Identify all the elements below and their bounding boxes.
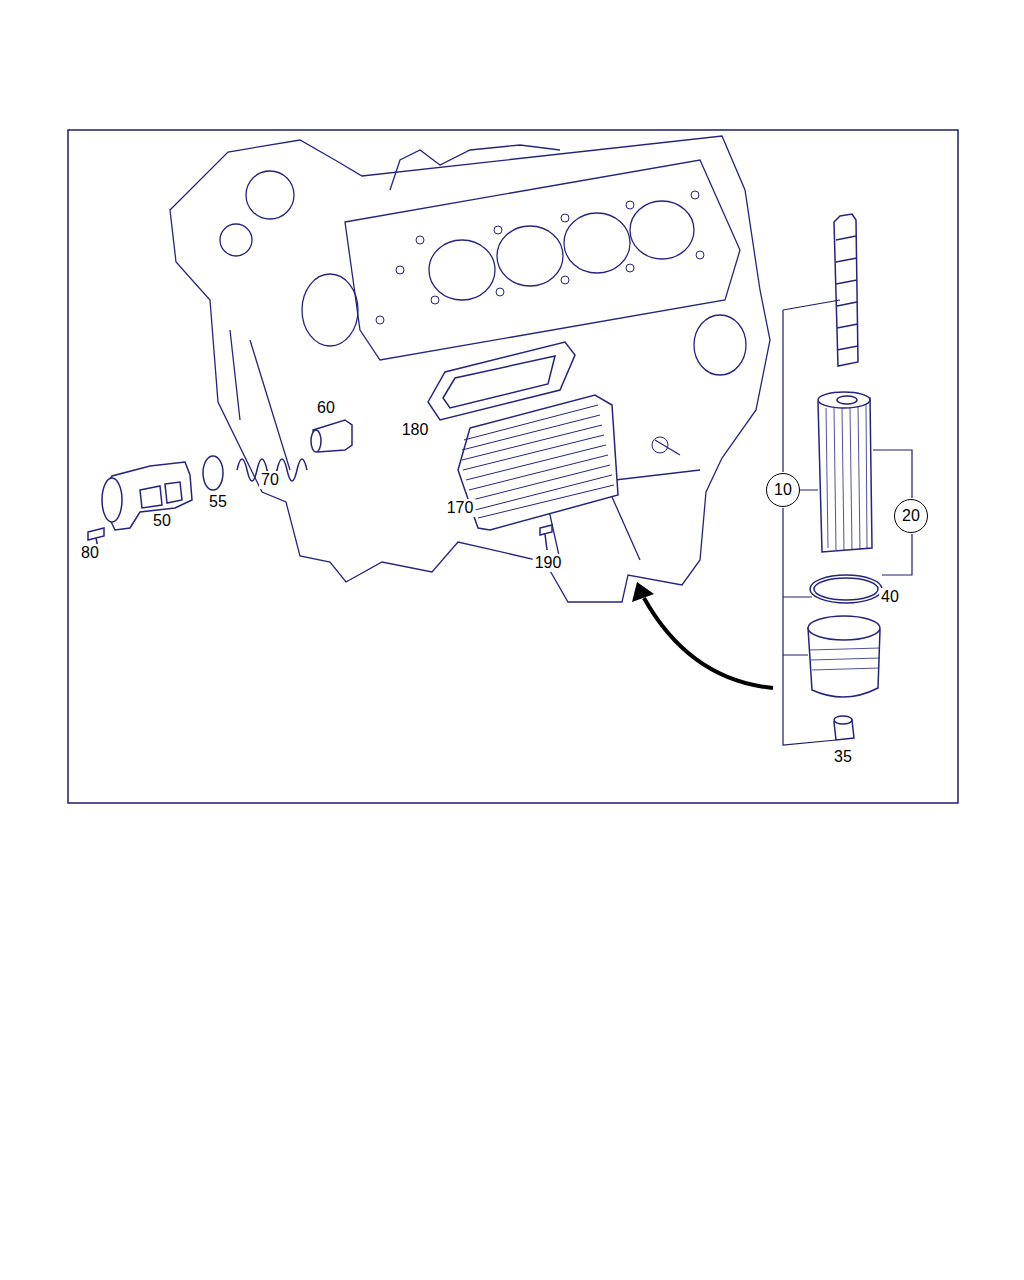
oil-filter-parts-part — [826, 404, 867, 550]
oil-filter-parts-part — [810, 575, 882, 603]
oil-filter-parts-part — [834, 716, 852, 724]
engine-block-part — [497, 226, 563, 286]
engine-block-part — [630, 201, 694, 259]
engine-block-part — [170, 136, 770, 602]
callout-number: 55 — [207, 493, 229, 511]
engine-block-part-part — [496, 288, 504, 296]
engine-block-part — [429, 240, 495, 300]
oil-cooler-170-part — [462, 405, 614, 518]
oil-filter-parts-part — [836, 236, 858, 350]
frame — [68, 130, 958, 803]
oil-filter-parts-part — [837, 396, 857, 404]
callout-number: 170 — [445, 499, 476, 517]
oil-cooler-170 — [458, 395, 618, 530]
oil-filter-parts-part — [818, 398, 872, 552]
engine-block-part-part — [431, 296, 439, 304]
gasket-180-part — [443, 356, 555, 408]
left-parts-part — [140, 482, 182, 508]
callout-number: 35 — [832, 748, 854, 766]
left-parts — [88, 420, 552, 550]
engine-block-part — [345, 160, 740, 360]
callout-number: 80 — [79, 544, 101, 562]
oil-filter-parts-part — [808, 616, 880, 640]
engine-block-part-part — [416, 236, 424, 244]
left-parts-part — [203, 456, 223, 490]
engine-block-part — [246, 171, 294, 219]
engine-block-part-part — [691, 191, 699, 199]
engine-block-part-part — [561, 214, 569, 222]
bracket-lines — [783, 300, 912, 745]
oil-cooler-170-part — [458, 395, 618, 530]
bracket-lines-part — [783, 300, 840, 745]
engine-block — [170, 136, 770, 602]
engine-block-part — [220, 224, 252, 256]
callout-number: 180 — [400, 421, 431, 439]
left-parts-part — [540, 525, 552, 550]
engine-block-part — [390, 145, 560, 190]
engine-block-part-part — [396, 266, 404, 274]
arrow-part — [632, 582, 654, 602]
engine-block-part-part — [626, 201, 634, 209]
engine-block-part — [564, 213, 630, 273]
engine-block-part — [694, 315, 746, 375]
engine-block-part — [230, 330, 680, 560]
callout-number: 50 — [151, 512, 173, 530]
oil-filter-parts-part — [834, 214, 858, 366]
engine-block-part-part — [696, 251, 704, 259]
arrow — [632, 582, 773, 688]
callout-number: 40 — [879, 588, 901, 606]
oil-filter-parts-part — [818, 392, 870, 408]
left-parts-part — [311, 430, 321, 452]
engine-block-part-part — [626, 264, 634, 272]
engine-block-part-part — [652, 437, 668, 453]
callout-number: 60 — [315, 399, 337, 417]
engine-block-part — [302, 274, 358, 346]
callout-number: 20 — [902, 507, 920, 525]
callout-number: 190 — [533, 554, 564, 572]
left-parts-part — [102, 478, 122, 522]
callout-circle: 20 — [894, 499, 928, 533]
callout-number: 70 — [259, 471, 281, 489]
arrow-part — [644, 598, 773, 688]
oil-filter-parts-part — [814, 578, 878, 600]
callout-circle: 10 — [766, 473, 800, 507]
engine-block-part-part — [494, 226, 502, 234]
oil-filter-parts-part — [810, 648, 880, 670]
engine-block-part-part — [376, 316, 384, 324]
engine-block-part-part — [561, 276, 569, 284]
oil-filter-parts — [808, 214, 882, 740]
callout-number: 10 — [774, 481, 792, 499]
